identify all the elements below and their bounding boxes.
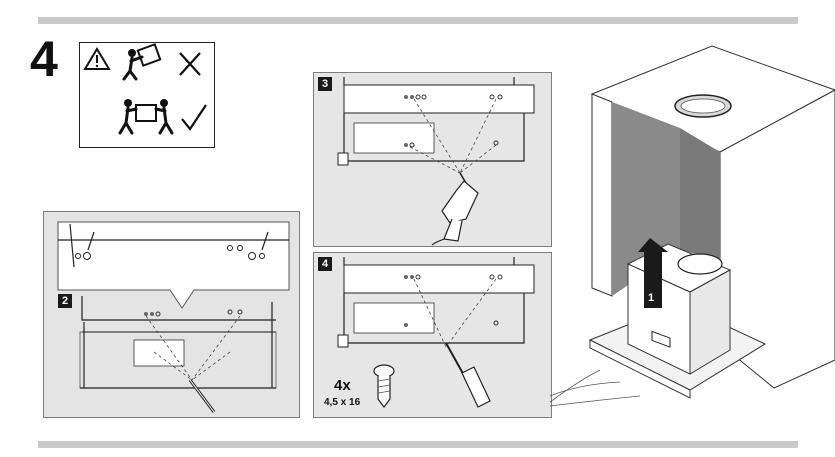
panel-step-4: 4 4x 4,5 x 16 — [313, 252, 552, 418]
main-installation-illustration: 1 — [549, 40, 835, 420]
warning-triangle-icon — [83, 47, 111, 70]
screw-count: 4x — [334, 377, 351, 394]
panel-step-2: 2 — [43, 211, 300, 418]
warning-pictograms — [83, 43, 207, 135]
step-number: 4 — [30, 31, 58, 87]
hood-drawing — [79, 296, 277, 413]
panel-2-drawing — [57, 221, 290, 413]
panel-4-drawing — [337, 257, 535, 408]
check-icon — [181, 104, 207, 131]
screwdriver-icon — [445, 342, 491, 408]
screw-size: 4,5 x 16 — [324, 397, 361, 408]
top-rule — [38, 17, 798, 24]
cabinet-drawing — [549, 45, 835, 407]
screw-icon — [373, 364, 395, 408]
bottom-rule — [38, 441, 798, 448]
panel-4-badge: 4 — [318, 257, 332, 271]
hood-drawing — [337, 77, 535, 174]
lift-step-label: 1 — [648, 292, 655, 304]
hood-drawing — [337, 257, 535, 348]
lift-arrow-icon — [638, 238, 668, 308]
single-person-lifting-icon — [122, 43, 162, 81]
panel-3-badge: 3 — [318, 77, 332, 91]
two-persons-lifting-icon — [118, 99, 174, 135]
cross-icon — [179, 52, 201, 76]
zoom-callout — [57, 221, 290, 309]
two-person-warning — [79, 42, 215, 148]
panel-3-drawing — [337, 77, 535, 246]
drill-icon — [431, 172, 479, 246]
panel-2-badge: 2 — [58, 294, 72, 308]
panel-step-3: 3 — [313, 72, 552, 247]
